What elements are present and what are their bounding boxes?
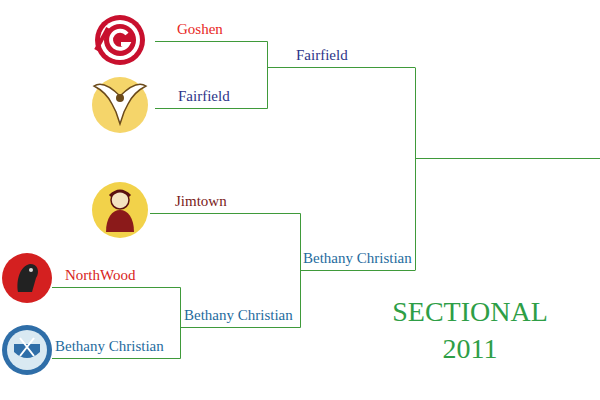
bethany-logo: [2, 325, 52, 375]
team-name: Fairfield: [296, 46, 348, 67]
bracket-connector: [300, 271, 301, 328]
team-slot: Fairfield: [155, 85, 267, 109]
sectional-title: SECTIONAL 2011: [375, 293, 565, 367]
team-name: Bethany Christian: [55, 337, 164, 358]
final-line: [416, 158, 600, 159]
team-name: Jimtown: [175, 192, 227, 213]
team-name: Goshen: [177, 20, 223, 41]
northwood-logo: [2, 253, 52, 303]
team-slot: Bethany Christian: [300, 247, 415, 271]
team-name: Fairfield: [178, 87, 230, 108]
team-name: Bethany Christian: [303, 249, 412, 270]
bracket-connector: [267, 68, 268, 109]
jimtown-logo: [92, 182, 148, 238]
team-slot: Jimtown: [150, 190, 300, 214]
final-vertical: [415, 68, 416, 271]
team-slot: Bethany Christian: [180, 304, 300, 328]
bracket-connector: [180, 328, 181, 359]
goshen-logo: [95, 15, 145, 65]
team-name: Bethany Christian: [184, 306, 293, 327]
final-bracket: [416, 68, 600, 271]
team-slot: Bethany Christian: [52, 335, 180, 359]
team-slot: NorthWood: [52, 264, 180, 288]
team-slot: Fairfield: [267, 44, 415, 68]
fairfield-logo: [92, 77, 148, 133]
team-name: NorthWood: [65, 266, 135, 287]
team-slot: Goshen: [155, 18, 267, 42]
